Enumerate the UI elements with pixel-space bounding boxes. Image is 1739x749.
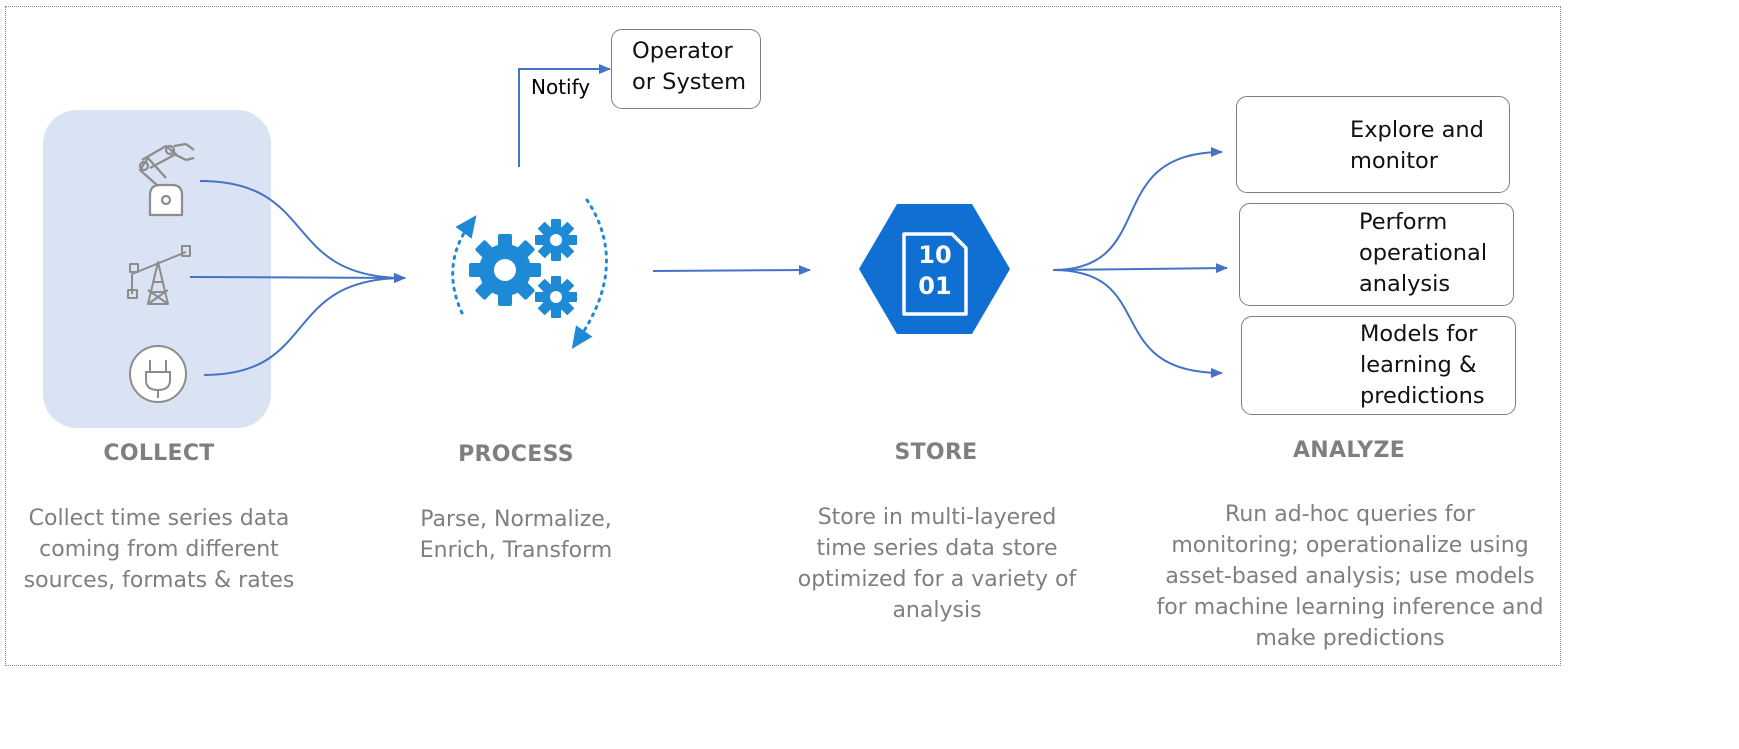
explore-monitor-box: Explore and monitor — [1236, 96, 1510, 193]
power-plug-icon — [129, 345, 187, 403]
explore-line2: monitor — [1350, 148, 1439, 174]
analyze-desc-line: make predictions — [1255, 626, 1445, 651]
collect-desc-line: sources, formats & rates — [23, 568, 295, 593]
process-to-store-arrow — [652, 265, 811, 276]
process-cycle-arrows — [451, 198, 608, 350]
data-store-hexagon-icon: 10 01 — [859, 204, 1010, 334]
analyze-title: ANALYZE — [1292, 438, 1406, 463]
models-line1: Models for — [1360, 321, 1478, 347]
process-description: Parse, Normalize, Enrich, Transform — [376, 504, 656, 566]
gears-icon — [469, 219, 577, 318]
models-line3: predictions — [1360, 383, 1485, 409]
store-title: STORE — [894, 440, 978, 465]
analyze-desc-line: asset-based analysis; use models — [1165, 564, 1535, 589]
operational-line3: analysis — [1359, 271, 1451, 297]
notify-label: Notify — [531, 75, 591, 99]
operational-line2: operational — [1359, 240, 1488, 266]
analyze-desc-line: for machine learning inference and — [1156, 595, 1544, 620]
analyze-desc-line: monitoring; operationalize using — [1171, 533, 1529, 558]
collect-desc-line: coming from different — [39, 537, 279, 562]
explore-line1: Explore and — [1350, 117, 1484, 143]
models-predictions-box: Models for learning & predictions — [1241, 316, 1516, 415]
process-title: PROCESS — [458, 442, 574, 467]
collect-flow-arrows — [189, 180, 406, 376]
store-desc-line: time series data store — [816, 536, 1058, 561]
store-icon-line1: 10 — [918, 241, 951, 269]
analyze-flow-arrows — [1052, 147, 1228, 378]
operator-system-box: Operator or System — [611, 29, 761, 109]
store-desc-line: Store in multi-layered — [817, 505, 1057, 530]
oil-pump-icon — [127, 245, 191, 305]
diagram-frame — [5, 6, 1561, 666]
operator-label-line2: or System — [632, 69, 747, 95]
operator-label-line1: Operator — [632, 38, 733, 64]
store-icon-line2: 01 — [918, 272, 951, 300]
collect-desc-line: Collect time series data — [28, 506, 290, 531]
store-desc-line: optimized for a variety of — [797, 567, 1077, 592]
robot-arm-icon — [138, 142, 195, 217]
collect-title: COLLECT — [103, 441, 215, 466]
process-desc-line: Parse, Normalize, — [420, 507, 612, 532]
process-desc-line: Enrich, Transform — [419, 538, 613, 563]
operational-line1: Perform — [1359, 209, 1448, 235]
store-description: Store in multi-layered time series data … — [776, 502, 1098, 626]
analyze-desc-line: Run ad-hoc queries for — [1225, 502, 1475, 527]
operational-analysis-box: Perform operational analysis — [1239, 203, 1514, 306]
notify-arrow — [518, 64, 611, 167]
collect-description: Collect time series data coming from dif… — [0, 503, 318, 596]
store-desc-line: analysis — [892, 598, 982, 623]
models-line2: learning & — [1360, 352, 1477, 378]
analyze-description: Run ad-hoc queries for monitoring; opera… — [1134, 499, 1566, 654]
